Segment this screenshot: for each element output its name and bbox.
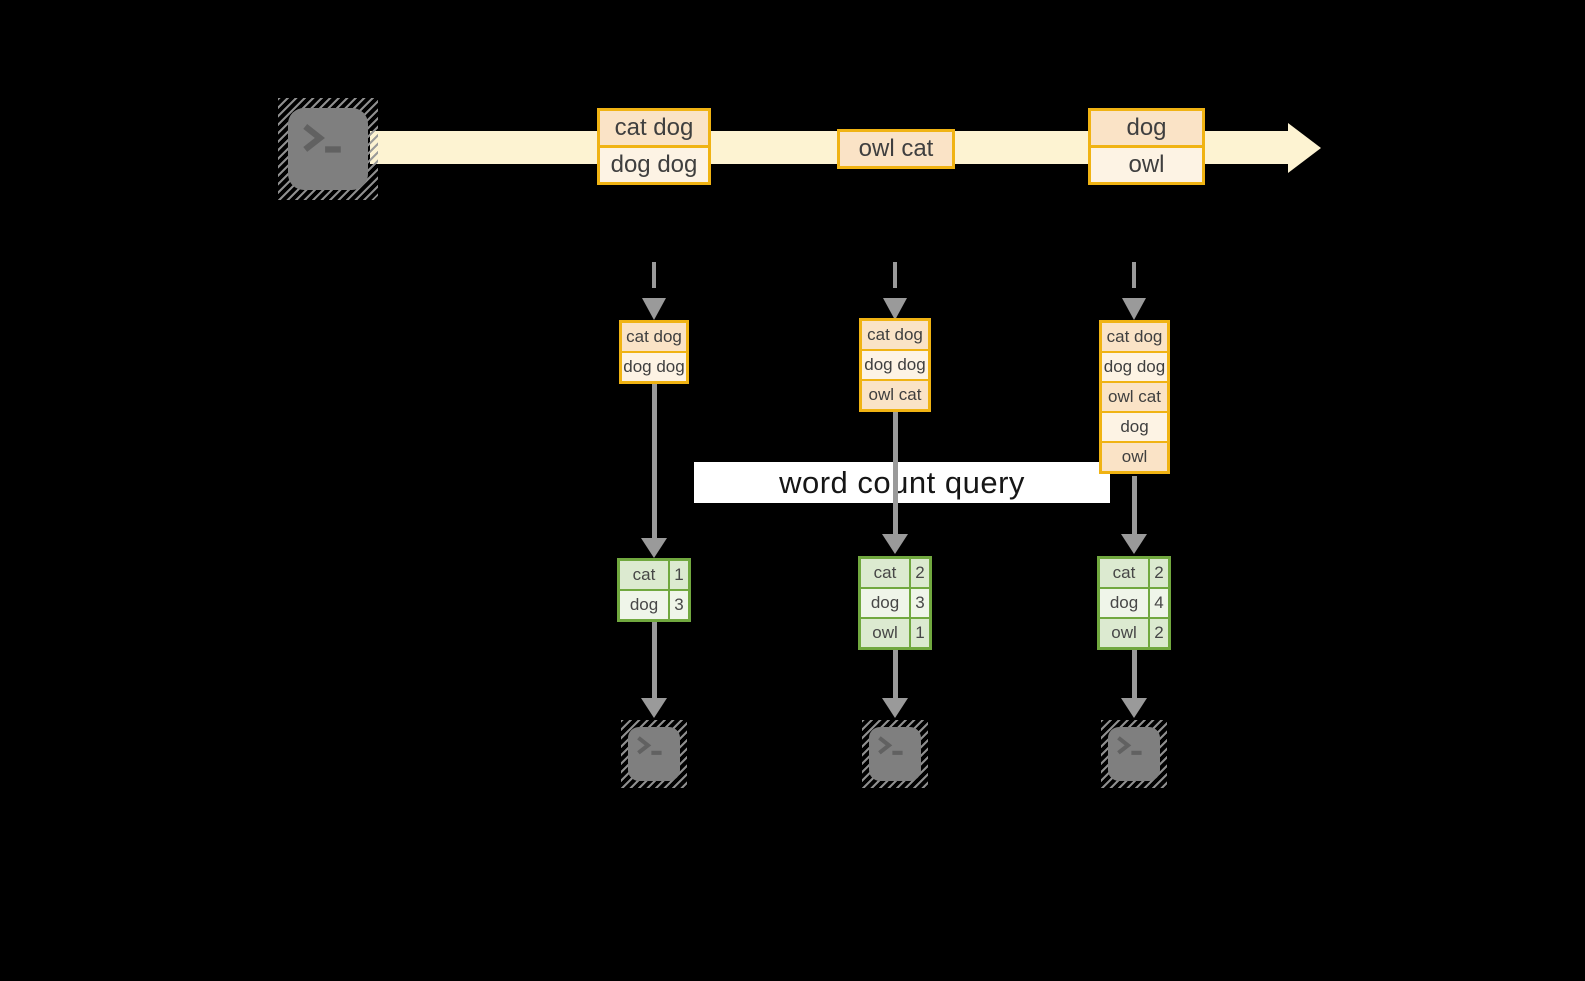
buffer-record: dog [1102,413,1167,443]
buffer-box-1: cat dog dog dog [619,320,689,384]
buffer-record: cat dog [1102,323,1167,353]
stream-batch-3: dog owl [1088,108,1205,185]
dashed-down-arrow-icon [652,262,656,288]
source-terminal-icon [278,98,378,200]
right-arrow-icon [1288,123,1321,173]
count-table-2: cat 2 dog 3 owl 1 [858,556,932,650]
count-word: dog [1100,589,1148,617]
stream-record: cat dog [600,111,708,148]
terminal-body [1108,727,1160,781]
stream-batch-1: cat dog dog dog [597,108,711,185]
count-table-1: cat 1 dog 3 [617,558,691,622]
terminal-body [628,727,680,781]
dashed-down-arrowhead-icon [1122,298,1146,320]
buffer-record: cat dog [862,321,928,351]
count-word: owl [861,619,909,647]
buffer-record: owl [1102,443,1167,471]
count-word: cat [620,561,668,589]
down-arrow-icon [652,622,657,698]
buffer-record: dog dog [622,353,686,381]
terminal-prompt-icon [1117,736,1142,755]
sink-terminal-icon [621,720,687,788]
down-arrowhead-icon [1121,698,1147,718]
sink-terminal-icon [862,720,928,788]
buffer-box-2: cat dog dog dog owl cat [859,318,931,412]
buffer-record: dog dog [1102,353,1167,383]
count-value: 3 [670,591,688,619]
buffer-record: cat dog [622,323,686,353]
terminal-body [869,727,921,781]
dashed-down-arrowhead-icon [883,298,907,320]
count-word: dog [620,591,668,619]
down-arrow-icon [893,650,898,698]
stream-record: dog dog [600,148,708,182]
count-value: 2 [1150,559,1168,587]
stream-record: owl cat [840,132,952,166]
count-value: 1 [911,619,929,647]
count-value: 2 [1150,619,1168,647]
down-arrow-icon [893,412,898,534]
terminal-prompt-icon [878,736,903,755]
count-value: 2 [911,559,929,587]
count-value: 4 [1150,589,1168,617]
dashed-down-arrow-icon [893,262,897,288]
stream-record: owl [1091,148,1202,182]
down-arrow-icon [1132,650,1137,698]
buffer-record: dog dog [862,351,928,381]
query-label: word count query [694,462,1110,503]
down-arrowhead-icon [641,698,667,718]
dashed-down-arrow-icon [1132,262,1136,288]
count-word: cat [1100,559,1148,587]
down-arrow-icon [1132,476,1137,534]
terminal-prompt-icon [303,123,341,153]
buffer-record: owl cat [1102,383,1167,413]
down-arrowhead-icon [882,534,908,554]
buffer-record: owl cat [862,381,928,409]
count-table-3: cat 2 dog 4 owl 2 [1097,556,1171,650]
down-arrow-icon [652,384,657,538]
count-value: 3 [911,589,929,617]
terminal-prompt-icon [637,736,662,755]
count-value: 1 [670,561,688,589]
terminal-body [288,108,368,190]
count-word: owl [1100,619,1148,647]
stream-batch-2: owl cat [837,129,955,169]
down-arrowhead-icon [641,538,667,558]
buffer-box-3: cat dog dog dog owl cat dog owl [1099,320,1170,474]
count-word: cat [861,559,909,587]
down-arrowhead-icon [882,698,908,718]
dashed-down-arrowhead-icon [642,298,666,320]
stream-record: dog [1091,111,1202,148]
down-arrowhead-icon [1121,534,1147,554]
sink-terminal-icon [1101,720,1167,788]
count-word: dog [861,589,909,617]
